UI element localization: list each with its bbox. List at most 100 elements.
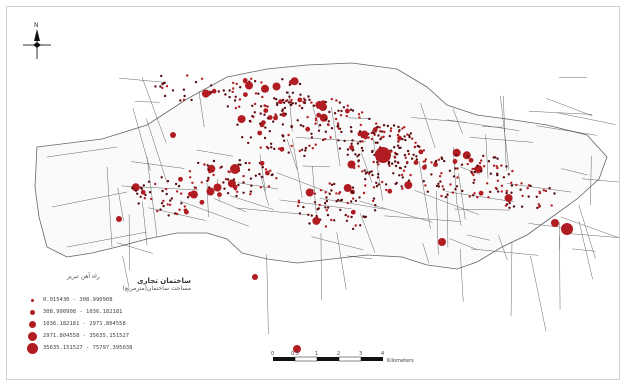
commercial-point xyxy=(298,212,302,215)
street-segment xyxy=(179,200,249,227)
commercial-point xyxy=(406,160,409,164)
commercial-point xyxy=(471,167,474,171)
commercial-point xyxy=(379,138,382,141)
street-segment xyxy=(578,205,596,259)
commercial-point xyxy=(206,164,209,167)
commercial-point xyxy=(300,106,304,110)
commercial-point xyxy=(257,92,260,95)
commercial-point xyxy=(273,97,276,100)
commercial-point xyxy=(208,171,211,174)
legend-title: ساختمان تجاری xyxy=(137,277,191,285)
commercial-point xyxy=(261,95,264,99)
commercial-point xyxy=(440,157,444,161)
commercial-point xyxy=(413,145,417,149)
scale-tick-5: 4 xyxy=(381,351,384,357)
street-segment xyxy=(336,232,347,290)
street-segment xyxy=(485,134,489,179)
commercial-point xyxy=(249,190,253,193)
commercial-point xyxy=(408,134,411,137)
commercial-point xyxy=(335,99,338,102)
commercial-point xyxy=(356,155,359,158)
commercial-point xyxy=(247,141,250,145)
commercial-point xyxy=(451,191,455,194)
commercial-point xyxy=(351,186,355,189)
commercial-point xyxy=(291,102,294,105)
commercial-point xyxy=(306,115,309,119)
commercial-point xyxy=(454,154,458,157)
commercial-point xyxy=(344,213,347,217)
commercial-point xyxy=(139,195,142,198)
commercial-point xyxy=(375,122,378,125)
legend-item: 35635.151527 - 75797.395038 xyxy=(21,342,191,354)
commercial-point xyxy=(397,125,400,129)
commercial-point xyxy=(180,202,183,205)
commercial-point xyxy=(470,170,473,174)
commercial-point xyxy=(452,175,456,178)
commercial-point xyxy=(403,153,407,157)
commercial-point xyxy=(456,167,459,170)
commercial-point xyxy=(270,146,273,149)
commercial-point xyxy=(350,200,353,203)
commercial-point xyxy=(269,169,272,172)
commercial-point xyxy=(520,205,524,208)
commercial-point xyxy=(466,162,469,166)
commercial-point xyxy=(400,185,403,188)
commercial-point xyxy=(482,154,485,158)
commercial-point xyxy=(165,85,169,88)
commercial-point xyxy=(308,144,311,147)
commercial-point xyxy=(413,160,419,165)
commercial-point xyxy=(399,167,402,170)
legend-item: 0.015430 - 308.990908 xyxy=(21,294,191,306)
street-segment xyxy=(452,146,457,204)
commercial-point xyxy=(372,127,378,132)
commercial-point xyxy=(206,187,215,196)
commercial-point xyxy=(358,130,362,133)
street-label: راه آهن تبریز xyxy=(67,273,100,280)
commercial-point xyxy=(330,97,333,101)
commercial-point xyxy=(231,90,234,94)
street-segment xyxy=(347,255,373,260)
commercial-point xyxy=(165,192,168,196)
commercial-point xyxy=(299,93,302,96)
commercial-point xyxy=(354,153,357,156)
commercial-point xyxy=(504,194,513,203)
street-segment xyxy=(134,101,160,103)
commercial-point xyxy=(285,99,288,103)
commercial-point xyxy=(391,162,394,165)
commercial-point xyxy=(326,206,330,209)
commercial-point xyxy=(492,164,496,167)
street-segment xyxy=(146,156,158,238)
commercial-point xyxy=(409,132,413,135)
commercial-point xyxy=(325,196,328,199)
commercial-point xyxy=(237,115,246,124)
commercial-point xyxy=(264,126,267,129)
commercial-point xyxy=(314,143,317,146)
commercial-point xyxy=(298,104,301,108)
commercial-point xyxy=(237,183,240,187)
city-map[interactable]: N 0 0.5 1 2 3 4 Kilometers xyxy=(7,7,619,379)
commercial-point xyxy=(318,124,322,127)
commercial-point xyxy=(241,136,244,139)
commercial-point xyxy=(227,179,236,188)
commercial-point xyxy=(313,201,317,204)
commercial-point xyxy=(496,190,500,193)
commercial-point xyxy=(179,192,183,195)
commercial-point xyxy=(385,188,388,192)
commercial-point xyxy=(189,176,192,179)
commercial-point xyxy=(316,208,319,211)
commercial-point xyxy=(394,182,397,186)
commercial-point xyxy=(396,133,400,137)
commercial-point xyxy=(371,173,374,177)
commercial-point xyxy=(334,117,338,121)
commercial-point xyxy=(404,181,413,190)
street-segment xyxy=(466,234,491,241)
street-segment xyxy=(312,166,317,216)
commercial-point xyxy=(500,190,503,193)
commercial-point xyxy=(415,155,418,158)
street-segment xyxy=(536,125,597,136)
commercial-point xyxy=(162,204,165,208)
commercial-point xyxy=(350,215,353,219)
commercial-point xyxy=(345,219,349,222)
commercial-point xyxy=(346,104,349,107)
commercial-point xyxy=(302,125,305,128)
